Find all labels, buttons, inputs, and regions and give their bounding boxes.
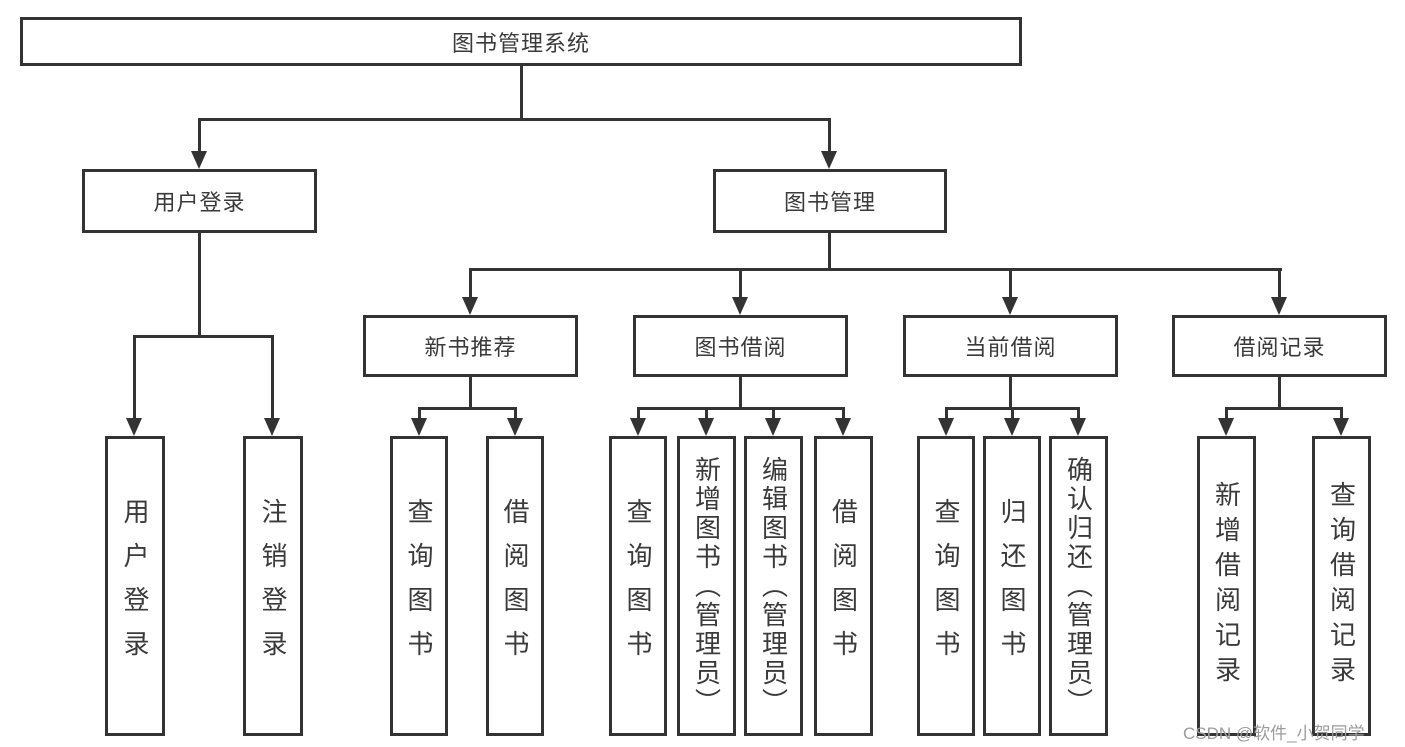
node-new-book-recommend: 新书推荐 (363, 315, 578, 377)
arrow-down-icon (1218, 418, 1234, 436)
arrow-down-icon (698, 418, 714, 436)
arrow-down-icon (126, 418, 142, 436)
connector-records-stem (1340, 407, 1343, 421)
node-book-management: 图书管理 (713, 169, 947, 233)
node-query-books-borrow: 查询图书 (609, 436, 667, 736)
arrow-down-icon (821, 151, 837, 169)
connector-records-stem (1225, 407, 1228, 421)
connector-borrow-stem (842, 407, 845, 421)
node-borrow-books-recommend: 借阅图书 (486, 436, 544, 736)
node-borrow-records: 借阅记录 (1172, 315, 1387, 377)
arrow-down-icon (462, 297, 478, 315)
connector-mgmt-vline (828, 233, 831, 268)
node-borrow-records-label: 借阅记录 (1233, 335, 1326, 360)
node-edit-books-admin-label: 编辑图书（管理员） (758, 455, 789, 717)
arrow-down-icon (765, 418, 781, 436)
connector-current-vline (1009, 377, 1012, 407)
node-user-login-leaf-label: 用户登录 (120, 498, 150, 674)
node-edit-books-admin: 编辑图书（管理员） (744, 436, 803, 736)
node-current-borrow-label: 当前借阅 (964, 335, 1057, 360)
connector-root-stem-left (198, 118, 201, 154)
connector-current-stem (945, 407, 948, 421)
connector-recommend-stem (514, 407, 517, 421)
arrow-down-icon (507, 418, 523, 436)
connector-records-vline (1278, 377, 1281, 407)
arrow-down-icon (938, 418, 954, 436)
arrow-down-icon (1271, 297, 1287, 315)
node-add-books-admin: 新增图书（管理员） (677, 436, 736, 736)
node-add-borrow-record-label: 新增借阅记录 (1211, 481, 1242, 691)
connector-root-hline (198, 118, 831, 121)
node-user-login: 用户登录 (82, 169, 317, 233)
node-book-borrow-label: 图书借阅 (694, 335, 787, 360)
csdn-watermark: CSDN @软件_小贺同学 (1183, 724, 1365, 743)
node-confirm-return-admin: 确认归还（管理员） (1049, 436, 1108, 736)
connector-mgmt-stem (1278, 268, 1281, 300)
connector-recommend-hline (418, 407, 517, 410)
node-root-label: 图书管理系统 (451, 30, 590, 56)
connector-borrow-stem (637, 407, 640, 421)
connector-recommend-vline (469, 377, 472, 407)
node-user-login-label: 用户登录 (153, 190, 246, 215)
arrow-down-icon (1070, 418, 1086, 436)
node-borrow-books-recommend-label: 借阅图书 (500, 498, 530, 674)
connector-current-stem (1011, 407, 1014, 421)
connector-mgmt-hline (469, 268, 1282, 271)
arrow-down-icon (191, 151, 207, 169)
connector-login-stem (133, 335, 136, 421)
arrow-down-icon (732, 297, 748, 315)
connector-login-stem (271, 335, 274, 421)
connector-login-vline (198, 233, 201, 335)
arrow-down-icon (1002, 297, 1018, 315)
node-query-borrow-record: 查询借阅记录 (1312, 436, 1371, 736)
node-borrow-books-leaf-label: 借阅图书 (828, 498, 859, 674)
arrow-down-icon (264, 418, 280, 436)
connector-mgmt-stem (739, 268, 742, 300)
node-borrow-books-leaf: 借阅图书 (814, 436, 873, 736)
node-logout-leaf-label: 注销登录 (258, 498, 288, 674)
arrow-down-icon (835, 418, 851, 436)
node-return-books-label: 归还图书 (997, 498, 1027, 674)
connector-root-vline (520, 66, 523, 118)
node-add-borrow-record: 新增借阅记录 (1197, 436, 1256, 736)
arrow-down-icon (1333, 418, 1349, 436)
node-logout-leaf: 注销登录 (243, 436, 303, 736)
node-query-books-current: 查询图书 (917, 436, 975, 736)
node-query-books-recommend: 查询图书 (390, 436, 448, 736)
node-query-books-borrow-label: 查询图书 (623, 498, 653, 674)
connector-login-hline (133, 335, 274, 338)
connector-root-stem-right (828, 118, 831, 154)
node-query-books-current-label: 查询图书 (931, 498, 961, 674)
node-user-login-leaf: 用户登录 (105, 436, 165, 736)
connector-records-hline (1225, 407, 1343, 410)
connector-borrow-vline (739, 377, 742, 407)
arrow-down-icon (1004, 418, 1020, 436)
connector-borrow-stem (705, 407, 708, 421)
node-query-borrow-record-label: 查询借阅记录 (1326, 481, 1357, 691)
node-query-books-recommend-label: 查询图书 (404, 498, 434, 674)
node-new-book-recommend-label: 新书推荐 (424, 335, 517, 360)
node-book-borrow: 图书借阅 (633, 315, 848, 377)
arrow-down-icon (630, 418, 646, 436)
connector-mgmt-stem (469, 268, 472, 300)
node-current-borrow: 当前借阅 (903, 315, 1118, 377)
node-confirm-return-admin-label: 确认归还（管理员） (1063, 455, 1094, 717)
connector-borrow-hline (637, 407, 845, 410)
node-root: 图书管理系统 (20, 17, 1022, 66)
node-return-books: 归还图书 (983, 436, 1041, 736)
node-add-books-admin-label: 新增图书（管理员） (691, 455, 722, 717)
connector-mgmt-stem (1009, 268, 1012, 300)
arrow-down-icon (411, 418, 427, 436)
connector-recommend-stem (418, 407, 421, 421)
node-book-management-label: 图书管理 (783, 190, 876, 215)
connector-borrow-stem (772, 407, 775, 421)
connector-current-stem (1077, 407, 1080, 421)
